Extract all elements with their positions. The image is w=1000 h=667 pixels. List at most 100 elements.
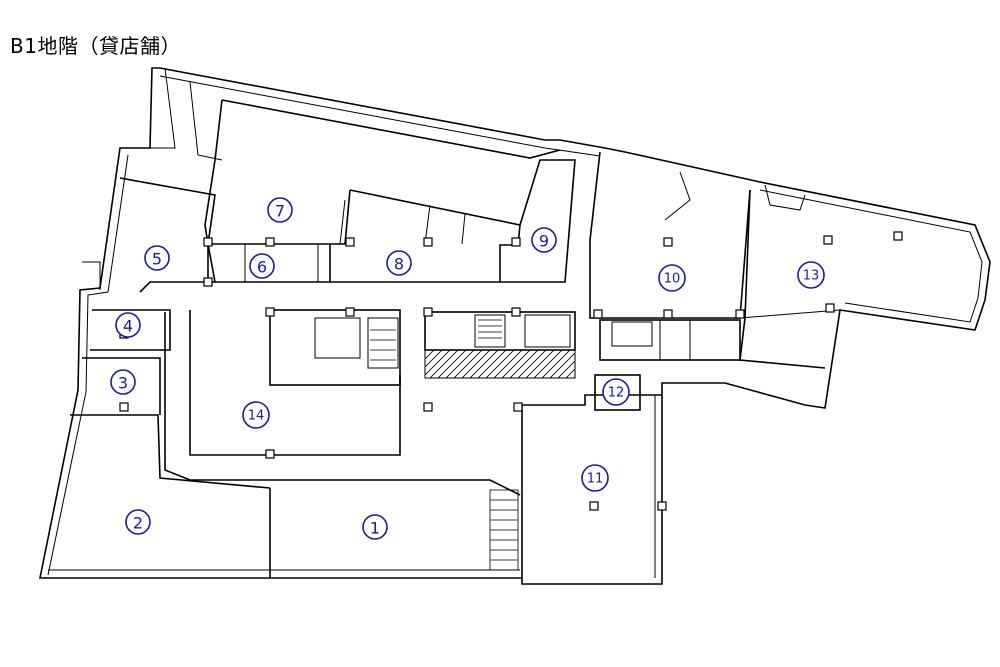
core-stair-lines [370, 319, 502, 361]
north-interior-line [150, 67, 176, 149]
pillar [513, 402, 523, 412]
room-label-number: 12 [608, 386, 625, 401]
central-corridor-south [164, 312, 521, 496]
room-3-wall [82, 357, 161, 415]
room-label-number: 6 [257, 258, 267, 277]
pillar [423, 237, 433, 247]
room-label-circle [249, 253, 275, 279]
pillar [657, 501, 667, 511]
north-east-rooms [589, 151, 841, 369]
central-core [164, 309, 576, 571]
room-label-circle [531, 227, 557, 253]
room-label-11: 11 [581, 464, 609, 492]
pillar [735, 309, 745, 319]
room-12-wall [594, 374, 641, 411]
room-label-4: 4 [115, 312, 141, 338]
room-13-notch [764, 184, 806, 211]
room-label-circle [797, 261, 825, 289]
room-label-circle [267, 197, 293, 223]
room-label-number: 8 [394, 255, 404, 274]
core-hatched-area [424, 349, 576, 379]
partition-78 [339, 199, 346, 245]
room-label-12: 12 [602, 378, 630, 406]
room-label-1: 1 [362, 514, 388, 540]
pillar [203, 277, 213, 287]
room-label-10: 10 [658, 264, 686, 292]
room-10-notch [664, 171, 691, 221]
room-label-7: 7 [267, 197, 293, 223]
pillar [345, 237, 355, 247]
room-label-number: 11 [587, 472, 604, 487]
pillar [663, 309, 673, 319]
room-10-stair [611, 321, 653, 347]
room-label-number: 4 [123, 317, 133, 336]
room-label-circle [144, 245, 170, 271]
outer-wall-inner-line [47, 154, 129, 576]
north-interior-line-2 [189, 81, 223, 161]
page-title: B1地階（貸店舗） [10, 34, 181, 58]
pillar [265, 237, 275, 247]
room-9-wall [500, 159, 576, 283]
north-corridor-wall [221, 99, 561, 159]
room-label-circle [125, 509, 151, 535]
room-label-number: 9 [539, 232, 549, 251]
core-stair-b [474, 314, 506, 348]
room-label-13: 13 [797, 261, 825, 289]
room-13-lower [739, 309, 841, 319]
room-label-number: 1 [370, 519, 380, 538]
building-outline [39, 67, 991, 585]
room-8-wall [329, 189, 521, 283]
room-14-wall [189, 310, 401, 456]
pillar [511, 237, 521, 247]
north-rooms [119, 67, 576, 293]
core-elevator [524, 314, 571, 348]
room-4-wall [90, 309, 171, 351]
room-label-5: 5 [144, 245, 170, 271]
pillar [593, 309, 603, 319]
outer-walls [39, 67, 991, 585]
room-label-14: 14 [242, 401, 270, 429]
room-label-3: 3 [110, 369, 136, 395]
room-label-number: 2 [133, 514, 143, 533]
room-label-9: 9 [531, 227, 557, 253]
room-label-circle [602, 378, 630, 406]
core-stair-a [367, 317, 399, 369]
room-label-circle [115, 312, 141, 338]
core-north-block [424, 311, 576, 351]
room-label-circle [658, 264, 686, 292]
room-label-number: 3 [118, 374, 128, 393]
pillar [823, 235, 833, 245]
pillars [119, 231, 903, 511]
room-13-wall [739, 189, 826, 369]
room-label-circle [242, 401, 270, 429]
pillar [423, 307, 433, 317]
stair-west [82, 261, 101, 290]
room-label-number: 13 [803, 269, 820, 284]
pillar [423, 402, 433, 412]
pillar [265, 449, 275, 459]
room-2-wall [70, 414, 271, 489]
room-label-2: 2 [125, 509, 151, 535]
pillar [825, 303, 835, 313]
room-label-circle [581, 464, 609, 492]
room-label-number: 5 [152, 250, 162, 269]
room-10-wall [589, 151, 751, 319]
core-wc-block [269, 309, 401, 386]
room-label-6: 6 [249, 253, 275, 279]
core-wc [314, 317, 361, 359]
room-label-number: 14 [248, 409, 265, 424]
pillar [589, 501, 599, 511]
right-wing-inner-line [759, 189, 983, 323]
pillar [893, 231, 903, 241]
room-label-circle [386, 250, 412, 276]
room-5-wall [119, 177, 216, 293]
room-label-number: 10 [664, 272, 681, 287]
room-label-8: 8 [386, 250, 412, 276]
partition-8b [461, 213, 466, 245]
pillar [203, 237, 213, 247]
room-10-service [599, 319, 741, 361]
room-label-circle [110, 369, 136, 395]
pillar [511, 307, 521, 317]
